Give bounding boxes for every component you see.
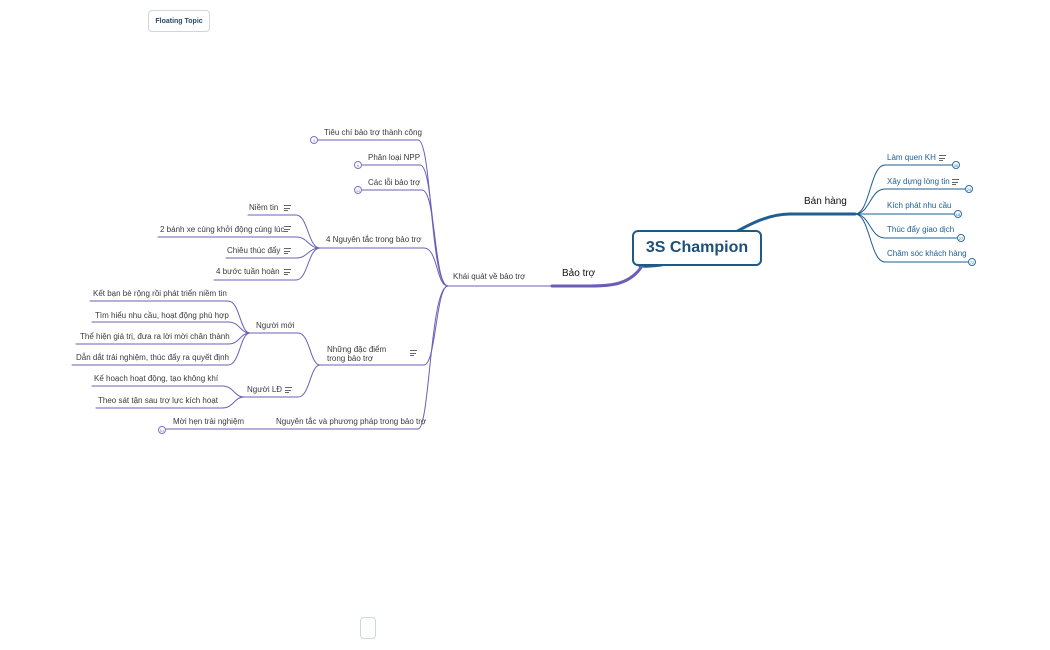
central-topic[interactable]: 3S Champion xyxy=(632,230,762,266)
count-badge[interactable]: 24 xyxy=(965,185,973,193)
topic-moi-hen-trai-nghiem[interactable]: Mời hẹn trải nghiệm xyxy=(173,417,245,426)
note-icon[interactable] xyxy=(285,387,292,393)
topic-niem-tin[interactable]: Niềm tin xyxy=(249,203,279,212)
topic-2-banh-xe[interactable]: 2 bánh xe cùng khởi động cùng lúc xyxy=(160,225,285,234)
topic-dan-dat-trai-nghiem[interactable]: Dẫn dắt trải nghiệm, thúc đẩy ra quyết đ… xyxy=(76,353,229,362)
count-badge[interactable]: 51 xyxy=(158,426,166,434)
main-topic-bao-tro[interactable]: Bảo trợ xyxy=(562,268,596,279)
topic-the-hien-gia-tri[interactable]: Thể hiện giá trị, đưa ra lời mời chân th… xyxy=(80,332,230,341)
count-badge[interactable]: 72 xyxy=(968,258,976,266)
topic-4-buoc-tuan-hoan[interactable]: 4 bước tuần hoàn xyxy=(216,267,280,276)
subtopic-lam-quen-kh[interactable]: Làm quen KH xyxy=(887,153,936,162)
count-badge[interactable]: 30 xyxy=(952,161,960,169)
note-icon[interactable] xyxy=(284,269,291,275)
topic-nhung-dac-diem-line1[interactable]: Những đặc điểm xyxy=(327,345,387,354)
count-badge[interactable]: 6 xyxy=(354,161,362,169)
subtopic-cham-soc-khach-hang[interactable]: Chăm sóc khách hàng xyxy=(887,249,967,258)
topic-chieu-thuc-day[interactable]: Chiêu thúc đẩy xyxy=(227,246,281,255)
floating-topic[interactable]: Floating Topic xyxy=(148,10,210,32)
count-badge[interactable]: 11 xyxy=(354,186,362,194)
topic-theo-sat-tan-sau[interactable]: Theo sát tận sau trợ lực kích hoạt xyxy=(98,396,218,405)
note-icon[interactable] xyxy=(939,155,946,161)
topic-nguoi-moi[interactable]: Người mới xyxy=(256,321,295,330)
note-icon[interactable] xyxy=(284,226,291,232)
topic-phan-loai-npp[interactable]: Phân loại NPP xyxy=(368,153,421,162)
note-icon[interactable] xyxy=(284,248,291,254)
topic-nguoi-ld[interactable]: Người LĐ xyxy=(247,385,283,394)
subtopic-khai-quat-ve-bao-tro[interactable]: Khái quát về bảo trợ xyxy=(453,272,526,281)
bottom-panel-handle[interactable] xyxy=(360,617,376,639)
topic-tim-hieu-nhu-cau[interactable]: Tìm hiểu nhu cầu, hoạt động phù hợp xyxy=(95,311,229,320)
subtopic-xay-dung-long-tin[interactable]: Xây dựng lòng tin xyxy=(887,177,950,186)
count-badge[interactable]: 27 xyxy=(957,234,965,242)
topic-ket-ban-be[interactable]: Kết bạn bè rộng rồi phát triển niềm tin xyxy=(93,289,227,298)
connector-left-main xyxy=(550,264,644,288)
topic-ke-hoach-hoat-dong[interactable]: Kế hoạch hoạt động, tạo không khí xyxy=(94,374,219,383)
topic-nhung-dac-diem-line2[interactable]: trong bảo trợ xyxy=(327,354,374,363)
topic-4-nguyen-tac[interactable]: 4 Nguyên tắc trong bảo trợ xyxy=(326,235,422,244)
topic-tieu-chi-bao-tro[interactable]: Tiêu chí bảo trợ thành công xyxy=(324,128,422,137)
subtopic-kich-phat-nhu-cau[interactable]: Kích phát nhu cầu xyxy=(887,201,952,210)
note-icon[interactable] xyxy=(952,179,959,185)
subtopic-thuc-day-giao-dich[interactable]: Thúc đẩy giao dịch xyxy=(887,225,955,234)
topic-cac-loi-bao-tro[interactable]: Các lỗi bảo trợ xyxy=(368,178,421,187)
main-topic-ban-hang[interactable]: Bán hàng xyxy=(804,196,847,207)
count-badge[interactable]: 18 xyxy=(954,210,962,218)
topic-nguyen-tac-phuong-phap[interactable]: Nguyên tắc và phương pháp trong bảo trợ xyxy=(276,417,427,426)
note-icon[interactable] xyxy=(284,205,291,211)
count-badge[interactable]: 4 xyxy=(310,136,318,144)
note-icon[interactable] xyxy=(410,350,417,356)
